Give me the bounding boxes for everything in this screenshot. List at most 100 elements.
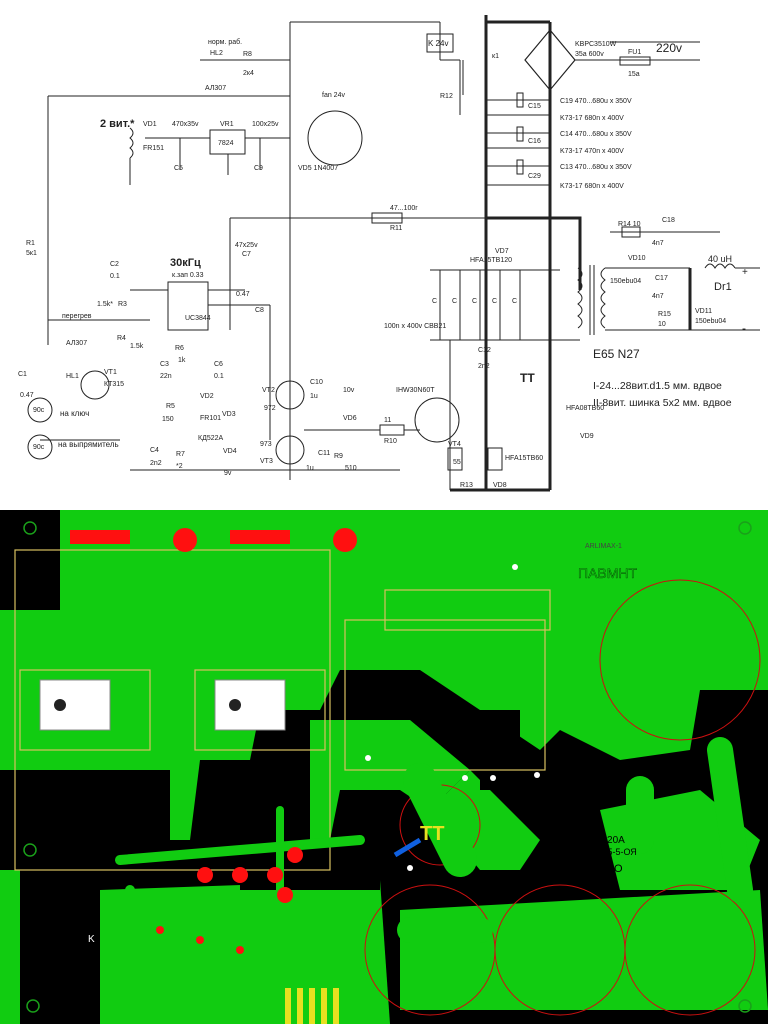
fuse-value: 15a [628,71,640,78]
vd4-label: VD4 [223,448,237,455]
cap-bank-c4: C [492,298,497,305]
al307-top-label: АЛ307 [205,85,226,92]
c2-label: C2 [110,261,119,268]
fan-label: fan 24v [322,92,345,99]
cap-bank-spec: 100n x 400v CBB21 [384,323,446,330]
c9-label: C9 [254,165,263,172]
k73-spec-3: K73-17 680n x 400V [560,183,624,190]
winding-1-spec: I-24...28вит.d1.5 мм. вдвое [593,380,722,392]
r13-value: 55 [453,459,461,466]
vt2-label: VT2 [262,387,275,394]
mains-voltage-label: 220v [656,41,682,55]
bridge-value: 35a 600v [575,51,604,58]
r9-label: R9 [334,453,343,460]
r15-label: R15 [658,311,671,318]
vd6-label: VD6 [343,415,357,422]
c12-value: 2n2 [478,363,490,370]
vd9-type: HFA08TB60 [566,405,604,412]
c2-value: 0.1 [110,273,120,280]
c18-value: 4n7 [652,240,664,247]
r4-label: R4 [117,335,126,342]
circuit-schematic: норм. раб. HL2 АЛ307 R8 2к4 K 24v к1 KBP… [0,0,768,505]
schematic-drawing: норм. раб. HL2 АЛ307 R8 2к4 K 24v к1 KBP… [18,15,760,492]
capacitor-outlines [364,579,761,1016]
r3-value: 1.5k* [97,301,113,308]
c4-value: 2n2 [150,460,162,467]
vd5-label: VD5 1N4007 [298,165,338,172]
r12-label: R12 [440,93,453,100]
r5-value: 150 [162,416,174,423]
drill-holes [365,564,540,871]
cap-bank-c3: C [472,298,477,305]
r15-value: 10 [658,321,666,328]
vd8-type: HFA15TB60 [505,455,543,462]
sensor-switch-label: на ключ [60,409,89,418]
uc3844-label: UC3844 [185,315,211,322]
c4-label: C4 [150,447,159,454]
r3-label: R3 [118,301,127,308]
vd11-type: 150ebu04 [695,318,726,325]
thermo-switch-1: 90c [33,407,45,414]
c14-spec: C14 470...680u x 350V [560,131,632,138]
c18-label: C18 [662,217,675,224]
pcb-drawing: ПАВМНТ TT ХАУ 20А ЧНО-5-5-ОЯ ТАИДО K ARL… [0,510,768,1029]
traces [115,737,753,1029]
r13-label: R13 [460,482,473,489]
pads [70,528,357,954]
r10-label: R10 [384,438,397,445]
winding-2-spec: II-8вит. шинка 5x2 мм. вдвое [593,397,732,409]
c10-value: 1u [310,393,318,400]
jumper-wire [393,837,422,858]
vd3-label: VD3 [222,411,236,418]
c100-label: 100x25v [252,121,279,128]
core-label: E65 N27 [593,347,640,361]
hl1-label: HL1 [66,373,79,380]
al307-left-label: АЛ307 [66,340,87,347]
pcb-corner-label: ARLIMAX-1 [585,543,622,550]
c19-spec: C19 470...680u x 350V [560,98,632,105]
vt2-type: 972 [264,405,276,412]
bridge-label: KBPC3510W [575,41,617,48]
r7-label: R7 [176,451,185,458]
sensor-rectifier-label: на выпрямитель [58,440,119,449]
vt1-label: VT1 [104,369,117,376]
vd9-label: VD9 [580,433,594,440]
c11-value: 1u [306,465,314,472]
c6-value: 0.1 [214,373,224,380]
plus-label: + [742,267,748,278]
r6-value: 1k [178,357,186,364]
silkscreen [14,549,551,871]
vd8-label: VD8 [493,482,507,489]
led-norm-label: норм. раб. [208,38,242,46]
c8-label: C8 [255,307,264,314]
vr1-label: VR1 [220,121,234,128]
vt4-label: VT4 [448,441,461,448]
vd10-label: VD10 [628,255,646,262]
pcb-top-label: ПАВМНТ [578,565,638,581]
vd10-type: 150ebu04 [610,278,641,285]
r11-value: 47...100r [390,205,418,212]
r11-label: R11 [390,225,402,232]
mounting-holes [23,521,752,1013]
igbt-label: IHW30N60T [396,387,435,394]
r1-value: 5к1 [26,250,37,257]
c11-label: C11 [318,450,330,457]
cap-bank-c2: C [452,298,457,305]
c12-label: C12 [478,347,491,354]
frequency-label: 30кГц [170,257,201,269]
c1-label: C1 [18,371,27,378]
vt3-type: 973 [260,441,272,448]
vt3-label: VT3 [260,458,273,465]
cap-bank-c5: C [512,298,517,305]
c5-label: C5 [174,165,183,172]
connector-pins [285,988,339,1024]
k73-spec-1: K73-17 680n x 400V [560,115,624,122]
c17-label: C17 [655,275,668,282]
pcb-mirror-text-1: ХАУ 20А [585,835,625,846]
dr1-label: Dr1 [714,281,732,293]
vd2-label: VD2 [200,393,214,400]
c15-label: C15 [528,103,541,110]
c3-label: C3 [160,361,169,368]
vd4-value: 9v [224,470,232,477]
r4-value: 1.5k [130,343,144,350]
